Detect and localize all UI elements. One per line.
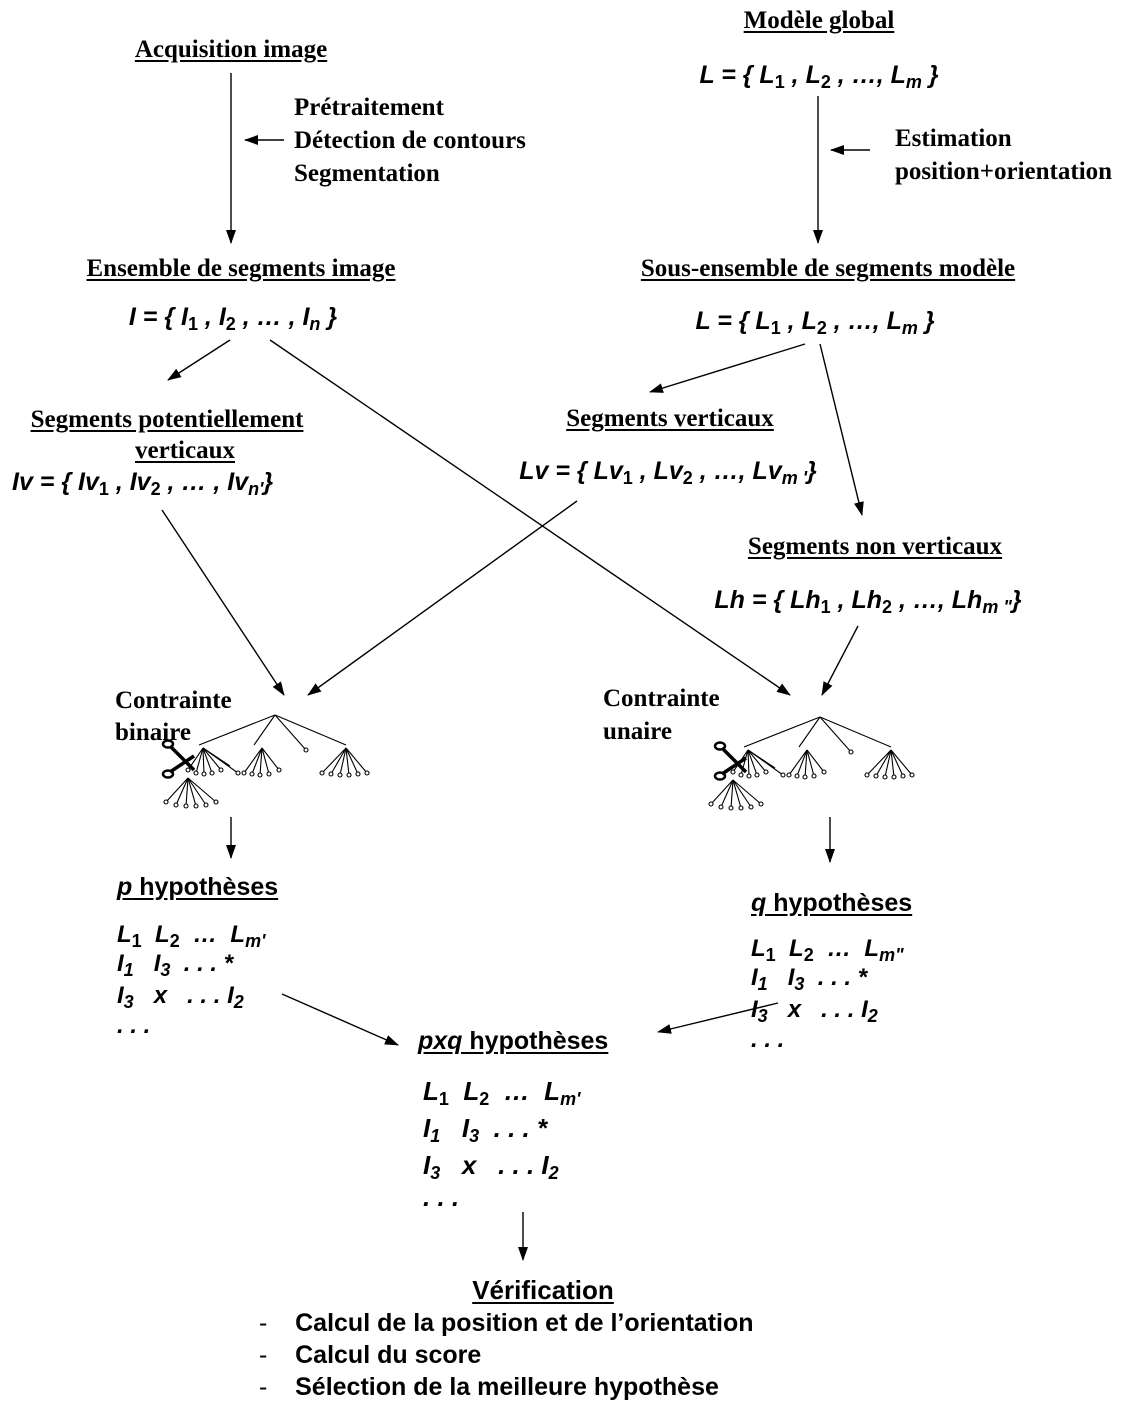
search-tree-icon [163, 714, 370, 809]
arrow-non-vertical-to-unary [821, 625, 859, 696]
p-hypotheses-row2: I1 I3 . . . * [117, 950, 234, 980]
pxq-hypotheses-row4: . . . [423, 1182, 460, 1212]
step-preprocessing: Prétraitement [294, 94, 444, 121]
potential-vertical-title-line1: Segments potentiellement [30, 406, 304, 433]
arrow-vertical-to-binary [307, 500, 578, 696]
vertical-formula: Lv = { Lv1 , Lv2 , …, Lvm '} [519, 457, 817, 488]
arrow-subset-to-non-vertical [819, 343, 864, 516]
scissors-icon [161, 739, 196, 779]
model-subset-title: Sous-ensemble de segments modèle [640, 255, 1016, 282]
unary-constraint-line1: Contrainte [603, 685, 720, 712]
step-segmentation: Segmentation [294, 160, 440, 187]
arrow-image-to-potential-vertical [167, 339, 231, 381]
pxq-hypotheses-row1: L1 L2 … Lm' [423, 1076, 581, 1109]
arrow-potential-vertical-to-binary [161, 509, 285, 696]
image-segments-title: Ensemble de segments image [86, 255, 396, 282]
arrow-image-to-unary [269, 339, 791, 696]
unary-constraint-line2: unaire [603, 718, 672, 745]
q-hypotheses-title: q hypothèses [751, 889, 913, 917]
non-vertical-title: Segments non verticaux [747, 533, 1003, 560]
estimation-line2: position+orientation [895, 158, 1113, 185]
q-hypotheses-row1: L1 L2 … Lm" [751, 935, 904, 965]
p-hypotheses-row1: L1 L2 … Lm' [117, 921, 266, 951]
binary-constraint-line1: Contrainte [115, 687, 232, 714]
image-segments-formula: I = { I1 , I2 , … , In } [128, 303, 338, 334]
search-tree-icon [708, 716, 915, 811]
verification-item-score: - Calcul du score [259, 1341, 482, 1369]
arrow-q-to-pxq [657, 1002, 779, 1034]
pxq-hypotheses-title: pxq hypothèses [418, 1027, 609, 1055]
binary-constraint-line2: binaire [115, 719, 191, 746]
vertical-title: Segments verticaux [566, 405, 774, 432]
potential-vertical-formula: Iv = { Iv1 , Iv2 , … , Ivn'} [12, 468, 274, 499]
non-vertical-formula: Lh = { Lh1 , Lh2 , …, Lhm "} [714, 586, 1022, 617]
p-hypotheses-row3: I3 x . . . I2 [117, 982, 244, 1012]
arrow-p-to-pxq [281, 993, 399, 1046]
p-hypotheses-row4: . . . [117, 1012, 151, 1039]
acquisition-title: Acquisition image [134, 36, 328, 63]
p-hypotheses-title: p hypothèses [117, 873, 279, 901]
scissors-icon [713, 741, 748, 781]
pxq-hypotheses-row2: I1 I3 . . . * [423, 1113, 548, 1146]
arrow-subset-to-vertical [649, 343, 806, 393]
q-hypotheses-row3: I3 x . . . I2 [751, 996, 878, 1026]
verification-item-position: - Calcul de la position et de l’orientat… [259, 1309, 754, 1337]
estimation-line1: Estimation [895, 125, 1012, 152]
verification-title: Vérification [472, 1275, 614, 1305]
step-edge-detection: Détection de contours [294, 127, 526, 154]
verification-item-best: - Sélection de la meilleure hypothèse [259, 1373, 719, 1401]
potential-vertical-title-line2: verticaux [135, 437, 235, 464]
q-hypotheses-row2: I1 I3 . . . * [751, 964, 868, 994]
global-model-title: Modèle global [743, 7, 895, 34]
global-model-formula: L = { L1 , L2 , …, Lm } [699, 61, 939, 92]
model-subset-formula: L = { L1 , L2 , …, Lm } [695, 307, 935, 338]
pxq-hypotheses-row3: I3 x . . . I2 [423, 1150, 559, 1183]
q-hypotheses-row4: . . . [751, 1026, 785, 1053]
